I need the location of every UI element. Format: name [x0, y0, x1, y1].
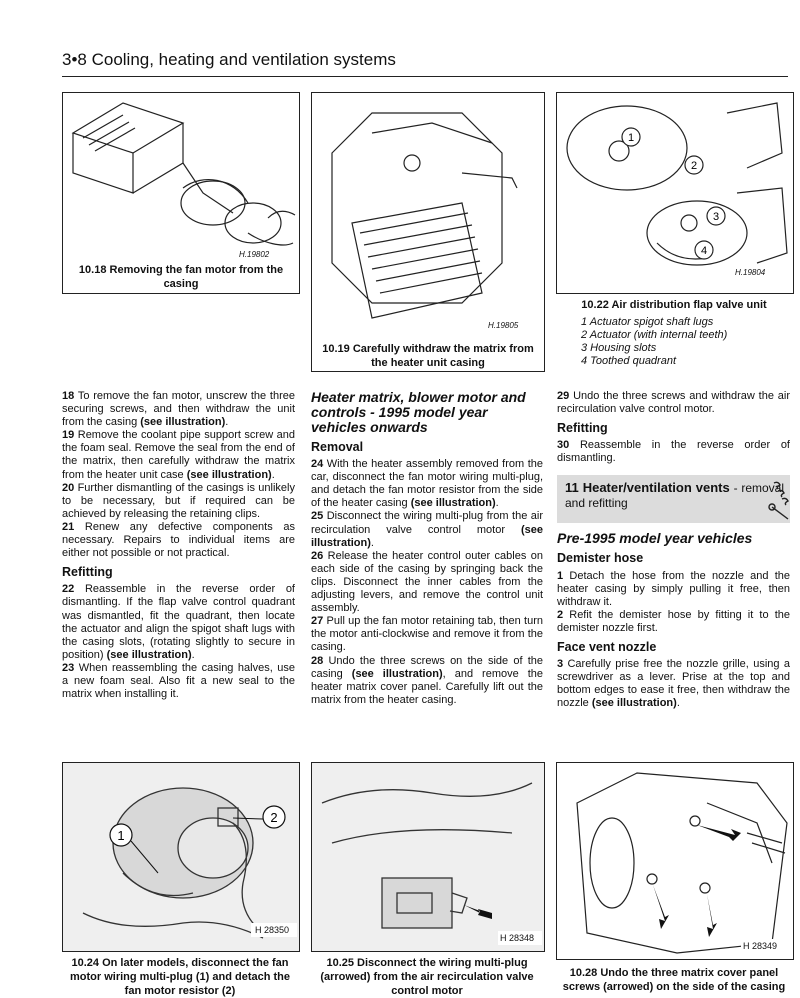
figure-10-18: H.19802 10.18 Removing the fan motor fro…: [62, 92, 300, 294]
callout-4-label: 4: [701, 245, 707, 257]
subsection-heading: Pre-1995 model year vehicles: [557, 530, 753, 547]
fan-resistor-photo: 1 2: [63, 763, 299, 951]
figure-10-25: H 28348: [311, 762, 545, 952]
text-column-3: 29 Undo the three screws and withdraw th…: [557, 390, 790, 711]
arrow-marker: [464, 905, 492, 919]
subheading-refitting: Refitting: [62, 565, 113, 580]
callout-1: [621, 127, 641, 147]
matrix-cover-illustration: [576, 772, 789, 954]
paragraph-2: 2 Refit the demister hose by fitting it …: [557, 608, 791, 634]
flap-valve-illustration: 1 2 3 4: [566, 102, 788, 266]
text-column-1: 18 To remove the fan motor, unscrew the …: [62, 390, 295, 701]
figure-code: H 28348: [500, 933, 535, 943]
text-column-2: Heater matrix, blower motor and controls…: [311, 390, 543, 707]
figure-code: H.19802: [239, 250, 270, 259]
figure-10-22: 1 2 3 4 H.19804: [556, 92, 794, 294]
arrow-marker: [707, 894, 717, 937]
legend-item: 4 Toothed quadrant: [581, 355, 677, 367]
header-rule: [62, 76, 788, 77]
paragraph-19: 19 Remove the coolant pipe support screw…: [62, 429, 295, 481]
figure-caption: 10.25 Disconnect the wiring multi-plug (…: [320, 957, 534, 997]
paragraph-18: 18 To remove the fan motor, unscrew the …: [62, 390, 295, 429]
subheading-demister-hose: Demister hose: [557, 551, 644, 566]
callout-1: [109, 823, 133, 847]
paragraph-22: 22 Reassemble in the reverse order of di…: [62, 583, 295, 661]
callout-2-label: 2: [270, 810, 277, 825]
section-title: 11 Heater/ventilation vents - removal an…: [565, 480, 784, 510]
figure-caption: 10.22 Air distribution flap valve unit: [581, 299, 767, 311]
callout-3: [706, 206, 726, 226]
callout-2: [262, 805, 286, 829]
paragraph-29: 29 Undo the three screws and withdraw th…: [557, 390, 790, 416]
figure-code: H 28349: [743, 941, 778, 951]
figure-10-24: 1 2 H 28350: [62, 762, 300, 952]
paragraph-23: 23 When reassembling the casing halves, …: [62, 661, 295, 701]
callout-2: [684, 155, 704, 175]
paragraph-21: 21 Renew any defective components as nec…: [62, 520, 295, 560]
paragraph-28: 28 Undo the three screws on the side of …: [311, 654, 543, 706]
callout-1-label: 1: [628, 132, 634, 144]
figure-caption: 10.18 Removing the fan motor from the ca…: [78, 264, 284, 290]
figure-legend: 1 Actuator spigot shaft lugs 2 Actuator …: [581, 316, 791, 368]
subheading-removal: Removal: [311, 440, 364, 454]
figure-caption: 10.24 On later models, disconnect the fa…: [70, 957, 290, 997]
paragraph-25: 25 Disconnect the wiring multi-plug from…: [311, 510, 543, 549]
figure-code: H.19805: [488, 321, 519, 330]
section-11-banner: 11 Heater/ventilation vents - removal an…: [557, 475, 790, 524]
page-title: 3•8 Cooling, heating and ventilation sys…: [62, 50, 396, 69]
legend-item: 3 Housing slots: [581, 342, 657, 354]
subheading-refitting: Refitting: [557, 421, 608, 436]
paragraph-27: 27 Pull up the fan motor retaining tab, …: [311, 615, 544, 654]
figure-caption: 10.28 Undo the three matrix cover panel …: [562, 967, 786, 993]
figure-code: H 28350: [255, 925, 290, 935]
callout-2-label: 2: [691, 160, 697, 172]
figure-10-28: H 28349: [556, 762, 794, 960]
figure-10-19: H.19805 10.19 Carefully withdraw the mat…: [311, 92, 545, 372]
subheading-face-vent-nozzle: Face vent nozzle: [557, 640, 657, 655]
callout-1-label: 1: [117, 828, 124, 843]
legend-item: 2 Actuator (with internal teeth): [581, 329, 728, 341]
figure-code: H.19804: [735, 268, 766, 277]
paragraph-3: 3 Carefully prise free the nozzle grille…: [557, 658, 790, 710]
legend-item: 1 Actuator spigot shaft lugs: [581, 316, 714, 328]
paragraph-26: 26 Release the heater control outer cabl…: [311, 549, 543, 615]
paragraph-1: 1 Detach the hose from the nozzle and th…: [557, 569, 791, 608]
fan-motor-illustration: [71, 102, 296, 246]
arrow-marker: [697, 825, 741, 841]
callout-4: [694, 240, 714, 260]
figure-caption: 10.19 Carefully withdraw the matrix from…: [322, 343, 534, 369]
paragraph-24: 24 With the heater assembly removed from…: [311, 458, 543, 510]
valve-motor-photo: [312, 763, 544, 951]
arrow-marker: [653, 885, 669, 929]
heater-matrix-illustration: [331, 112, 518, 319]
paragraph-30: 30 Reassemble in the reverse order of di…: [557, 439, 790, 465]
paragraph-20: 20 Further dismantling of the casings is…: [62, 481, 295, 520]
wrench-difficulty-icon: [768, 482, 789, 521]
callout-3-label: 3: [713, 211, 719, 223]
section-heading: Heater matrix, blower motor and controls…: [311, 389, 526, 435]
